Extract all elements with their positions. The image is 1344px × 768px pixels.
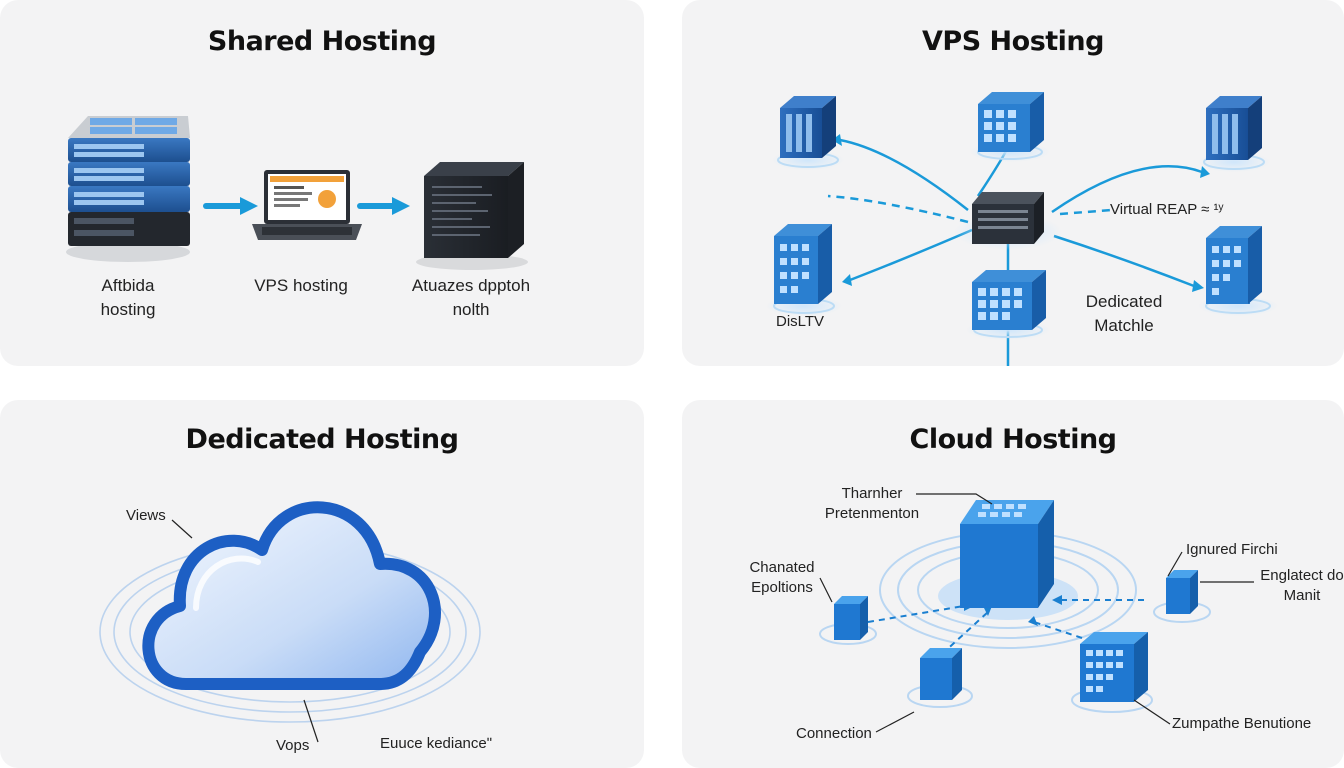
node-cube-icon <box>907 648 973 708</box>
vps-network-illustration <box>766 92 1278 366</box>
bottom-right-label: Zumpathe Benutione <box>1172 715 1312 732</box>
cloud-illustration <box>99 501 481 743</box>
virtual-label: Virtual REAP ≈ ¹ʸ <box>1110 201 1224 218</box>
top-node-label: Tharnher Pretenmenton <box>824 485 920 522</box>
panel-title: Dedicated Hosting <box>185 424 459 455</box>
vps-server-tower-icon <box>966 270 1050 340</box>
node-cube-icon <box>819 596 877 645</box>
arrow-right-icon <box>357 197 410 215</box>
right-mid-label: Englatect do Manit <box>1260 567 1344 604</box>
laptop-label: VPS hosting <box>254 276 348 295</box>
vps-server-tower-icon <box>1198 96 1270 172</box>
vps-hosting-panel: VPS Hosting <box>682 0 1344 366</box>
panel-title: VPS Hosting <box>922 26 1104 57</box>
cloud-icon <box>142 501 441 690</box>
box-label: Atuazes dpptoh nolth <box>411 276 531 319</box>
shared-hosting-illustration <box>66 116 528 270</box>
cloud-main-cube-icon <box>960 500 1054 608</box>
cloud-hosting-panel: Cloud Hosting <box>682 400 1344 768</box>
node-cube-icon <box>1153 570 1211 623</box>
vps-server-tower-icon <box>970 92 1050 162</box>
laptop-icon <box>252 170 362 240</box>
node-cube-icon <box>1071 632 1153 713</box>
shared-hosting-panel: Shared Hosting <box>0 0 644 366</box>
left-node-label: Chanated Epoltions <box>749 559 815 596</box>
views-label: Views <box>126 507 166 524</box>
central-switch-icon <box>954 192 1062 250</box>
cloud-network-illustration <box>819 493 1254 733</box>
connection-label: Connection <box>796 725 872 742</box>
server-stack-icon <box>66 116 190 262</box>
dedicated-machine-label: Dedicated Matchle <box>1085 292 1163 335</box>
dedicated-hosting-panel: Dedicated Hosting Views Vops Euuce kedia… <box>0 400 644 768</box>
right-top-label: Ignured Firchi <box>1186 541 1278 558</box>
vps-server-tower-icon <box>1198 226 1278 316</box>
servers-label: Aftbida hosting <box>100 276 156 319</box>
vps-server-tower-icon <box>772 96 844 170</box>
panel-title: Cloud Hosting <box>909 424 1118 455</box>
vops-label: Vops <box>276 737 310 754</box>
panel-title: Shared Hosting <box>207 26 437 57</box>
dedicated-box-icon <box>416 162 528 270</box>
dashed-connectors <box>867 599 1144 655</box>
leader-lines <box>171 519 319 743</box>
arrow-right-icon <box>203 197 258 215</box>
vps-server-tower-icon <box>766 224 842 316</box>
euuce-label: Euuce kedianceʺ <box>380 735 493 752</box>
leader-lines <box>819 493 1254 733</box>
disk-label: DisLTV <box>776 313 825 330</box>
